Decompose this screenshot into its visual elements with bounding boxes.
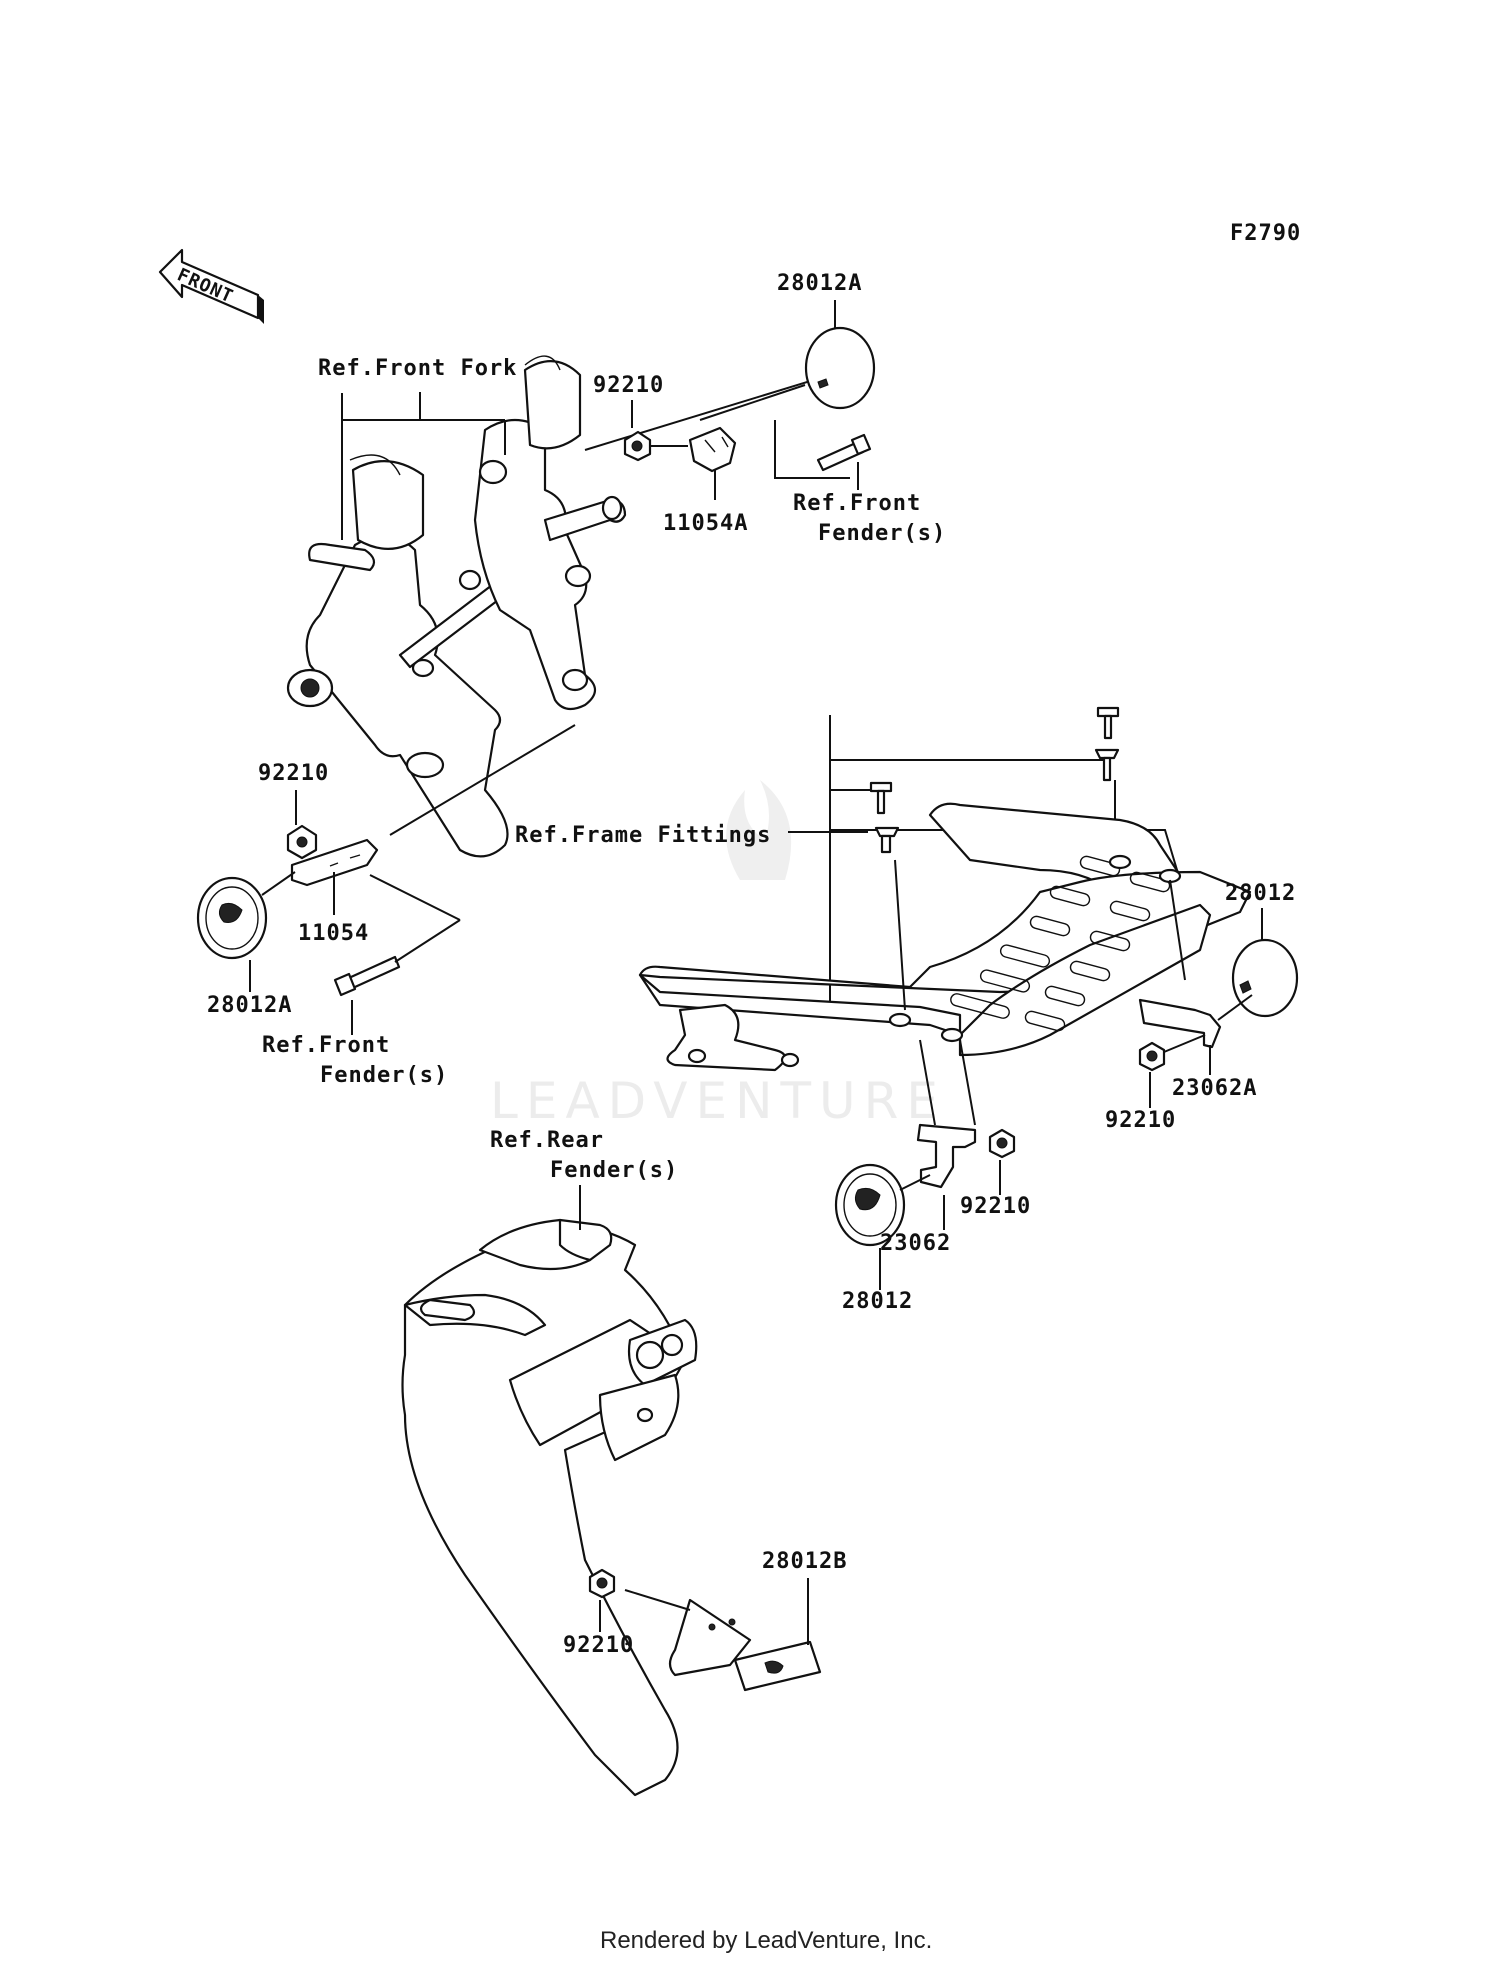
label-28012-mid: 28012 <box>842 1289 913 1314</box>
label-92210-right: 92210 <box>1105 1108 1176 1133</box>
bracket-23062A <box>1138 998 1222 1049</box>
label-ref-front-fender-left-2: Fender(s) <box>320 1063 448 1088</box>
frame-bolts <box>869 706 1120 854</box>
label-92210-mid: 92210 <box>960 1194 1031 1219</box>
top-reflector-assembly <box>584 326 876 479</box>
footer-credit: Rendered by LeadVenture, Inc. <box>600 1927 932 1954</box>
label-ref-front-fender-top-1: Ref.Front <box>793 491 921 516</box>
label-11054A: 11054A <box>663 511 748 536</box>
label-28012A-left: 28012A <box>207 993 292 1018</box>
left-reflector-assembly <box>196 724 576 997</box>
rear-rack-drawing <box>638 706 1252 1126</box>
front-arrow-label: FRONT <box>174 264 237 307</box>
label-28012A-top: 28012A <box>777 271 862 296</box>
label-92210-bottom: 92210 <box>563 1633 634 1658</box>
front-arrow-icon: FRONT <box>158 248 264 324</box>
label-ref-front-fender-left-1: Ref.Front <box>262 1033 390 1058</box>
label-ref-rear-fender-1: Ref.Rear <box>490 1128 604 1153</box>
right-reflector-assembly <box>1138 938 1299 1072</box>
label-92210-top: 92210 <box>593 373 664 398</box>
label-28012-right: 28012 <box>1225 881 1296 906</box>
reflector-28012-right <box>1231 938 1299 1018</box>
bracket-23062 <box>916 1123 977 1189</box>
label-28012B: 28012B <box>762 1549 847 1574</box>
watermark-text: LEADVENTURE <box>490 1072 946 1130</box>
label-11054: 11054 <box>298 921 369 946</box>
label-ref-front-fender-top-2: Fender(s) <box>818 521 946 546</box>
label-23062: 23062 <box>880 1231 951 1256</box>
diagram-code: F2790 <box>1230 221 1301 246</box>
rear-fender-drawing <box>401 1218 822 1797</box>
label-ref-rear-fender-2: Fender(s) <box>550 1158 678 1183</box>
bracket-11054 <box>290 838 379 887</box>
label-92210-left: 92210 <box>258 761 329 786</box>
front-fork-drawing <box>286 355 627 858</box>
label-ref-front-fork: Ref.Front Fork <box>318 356 517 381</box>
reflector-28012A-top <box>804 326 876 410</box>
mid-reflector-assembly <box>834 1123 1016 1247</box>
watermark: LEADVENTURE <box>490 780 946 1130</box>
label-ref-frame-fittings: Ref.Frame Fittings <box>515 823 771 848</box>
front-fork-leader <box>341 392 506 540</box>
label-23062A: 23062A <box>1172 1076 1257 1101</box>
